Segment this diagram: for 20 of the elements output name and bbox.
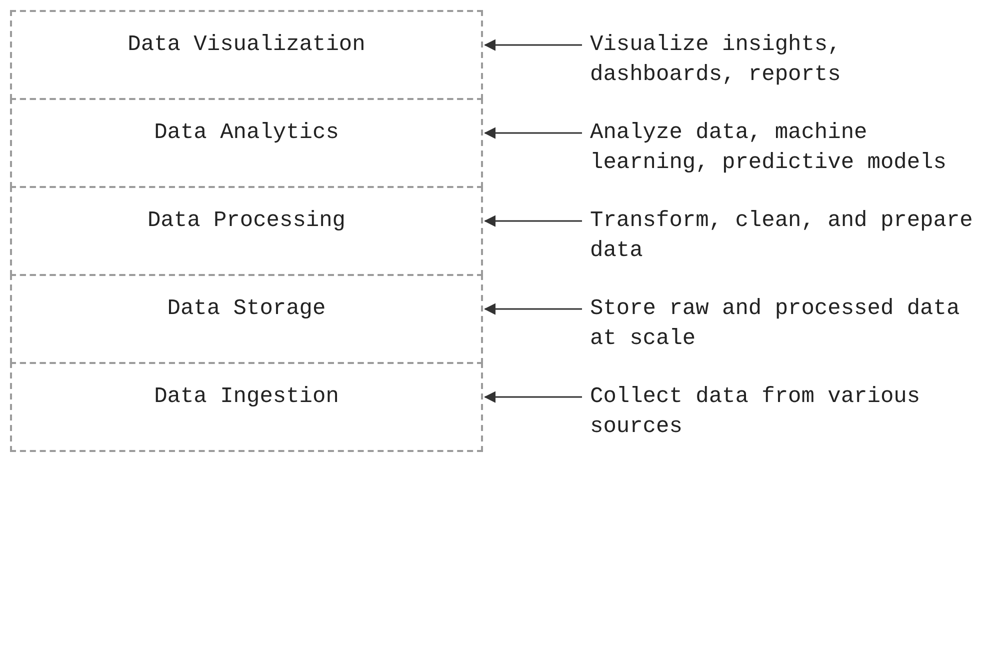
- layer-box: [10, 362, 483, 452]
- layer-name: Data Visualization: [128, 31, 366, 59]
- arrow: [484, 128, 582, 138]
- description-text: Visualize insights, dashboards, reports: [590, 30, 985, 90]
- description-text: Transform, clean, and prepare data: [590, 206, 985, 266]
- description-text: Analyze data, machine learning, predictive models: [590, 118, 985, 178]
- layer-name: Data Ingestion: [154, 383, 339, 411]
- arrow: [484, 392, 582, 402]
- arrow: [484, 40, 582, 50]
- arrow: [484, 304, 582, 314]
- description-text: Store raw and processed data at scale: [590, 294, 985, 354]
- description-text: Collect data from various sources: [590, 382, 985, 442]
- layer-box: [10, 274, 483, 364]
- layer-name: Data Storage: [167, 295, 326, 323]
- arrow: [484, 216, 582, 226]
- layer-box: [10, 98, 483, 188]
- layer-box: [10, 10, 483, 100]
- layer-box: [10, 186, 483, 276]
- layer-name: Data Processing: [147, 207, 346, 235]
- layer-name: Data Analytics: [154, 119, 339, 147]
